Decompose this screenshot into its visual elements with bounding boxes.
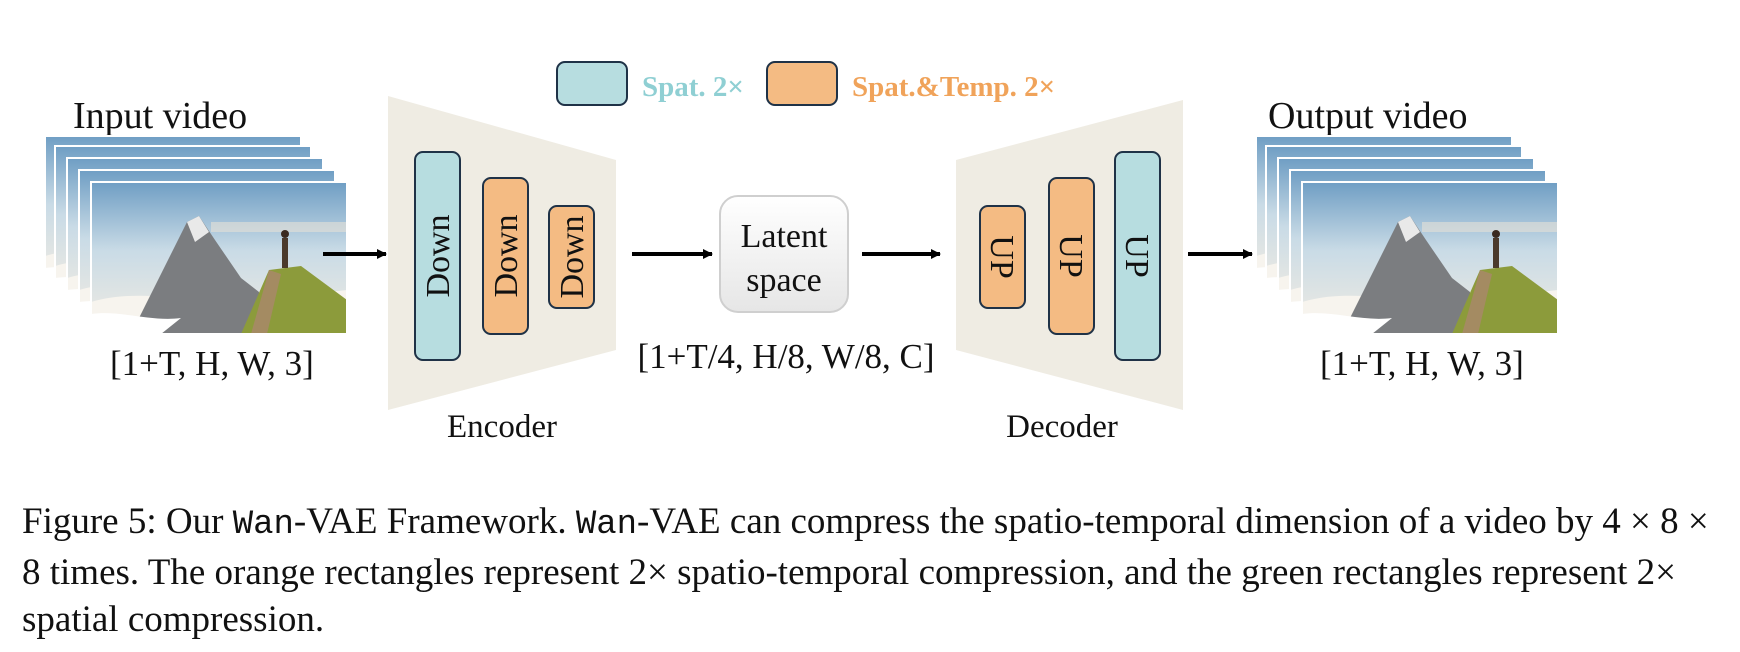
encoder-label: Encoder: [447, 409, 557, 445]
output-shape-label: [1+T, H, W, 3]: [1320, 344, 1524, 383]
decoder-block-1-label: UP: [983, 235, 1020, 278]
input-video: Input video [1+T, H, W, 3]: [44, 95, 348, 383]
legend-swatch-spatial: [556, 61, 628, 106]
decoder-block-spatial: [1114, 151, 1161, 361]
output-video: Output video [1+T, H, W, 3]: [1255, 95, 1559, 383]
encoder-block-spatiotemporal-2: [548, 205, 595, 309]
legend-label-spatiotemporal: Spat.&Temp. 2×: [852, 71, 1055, 103]
caption-figure-label: Figure 5: Our: [22, 501, 233, 542]
caption-model-name: Wan: [232, 506, 294, 544]
legend-swatch-spatiotemporal: [766, 61, 838, 106]
vae-framework-diagram: Spat. 2× Spat.&Temp. 2× Input video [1+T…: [44, 61, 1559, 445]
output-video-title: Output video: [1268, 95, 1467, 137]
decoder-block-2-label: UP: [1052, 234, 1089, 277]
latent-shape-label: [1+T/4, H/8, W/8, C]: [637, 337, 934, 376]
latent-space: Latent space [1+T/4, H/8, W/8, C]: [637, 195, 935, 376]
caption-part1: -VAE Framework.: [293, 501, 576, 542]
decoder-label: Decoder: [1006, 409, 1118, 445]
latent-space-line1: Latent: [741, 218, 828, 255]
legend: Spat. 2× Spat.&Temp. 2×: [556, 61, 1055, 106]
encoder-block-2-label: Down: [488, 214, 525, 297]
encoder: Down Down Down Encoder: [388, 96, 616, 445]
encoder-block-3-label: Down: [554, 215, 591, 298]
decoder-block-3-label: UP: [1118, 234, 1155, 277]
decoder-block-spatiotemporal-1: [979, 205, 1026, 309]
encoder-block-spatial: [414, 151, 461, 361]
input-video-title: Input video: [73, 95, 247, 137]
figure-caption: Figure 5: Our Wan-VAE Framework. Wan-VAE…: [22, 498, 1722, 643]
encoder-block-spatiotemporal-1: [482, 177, 529, 335]
caption-part2: -VAE can compress the spatio-temporal di…: [22, 501, 1718, 640]
latent-space-line2: space: [746, 262, 822, 299]
input-frame-stack: [44, 135, 348, 335]
decoder: UP UP UP Decoder: [956, 100, 1183, 445]
decoder-block-spatiotemporal-2: [1048, 177, 1095, 335]
encoder-block-1-label: Down: [420, 214, 457, 297]
legend-label-spatial: Spat. 2×: [642, 71, 744, 103]
caption-model-name-2: Wan: [575, 506, 638, 544]
output-frame-stack: [1255, 135, 1559, 335]
input-shape-label: [1+T, H, W, 3]: [110, 344, 314, 383]
latent-space-box: [719, 195, 849, 313]
